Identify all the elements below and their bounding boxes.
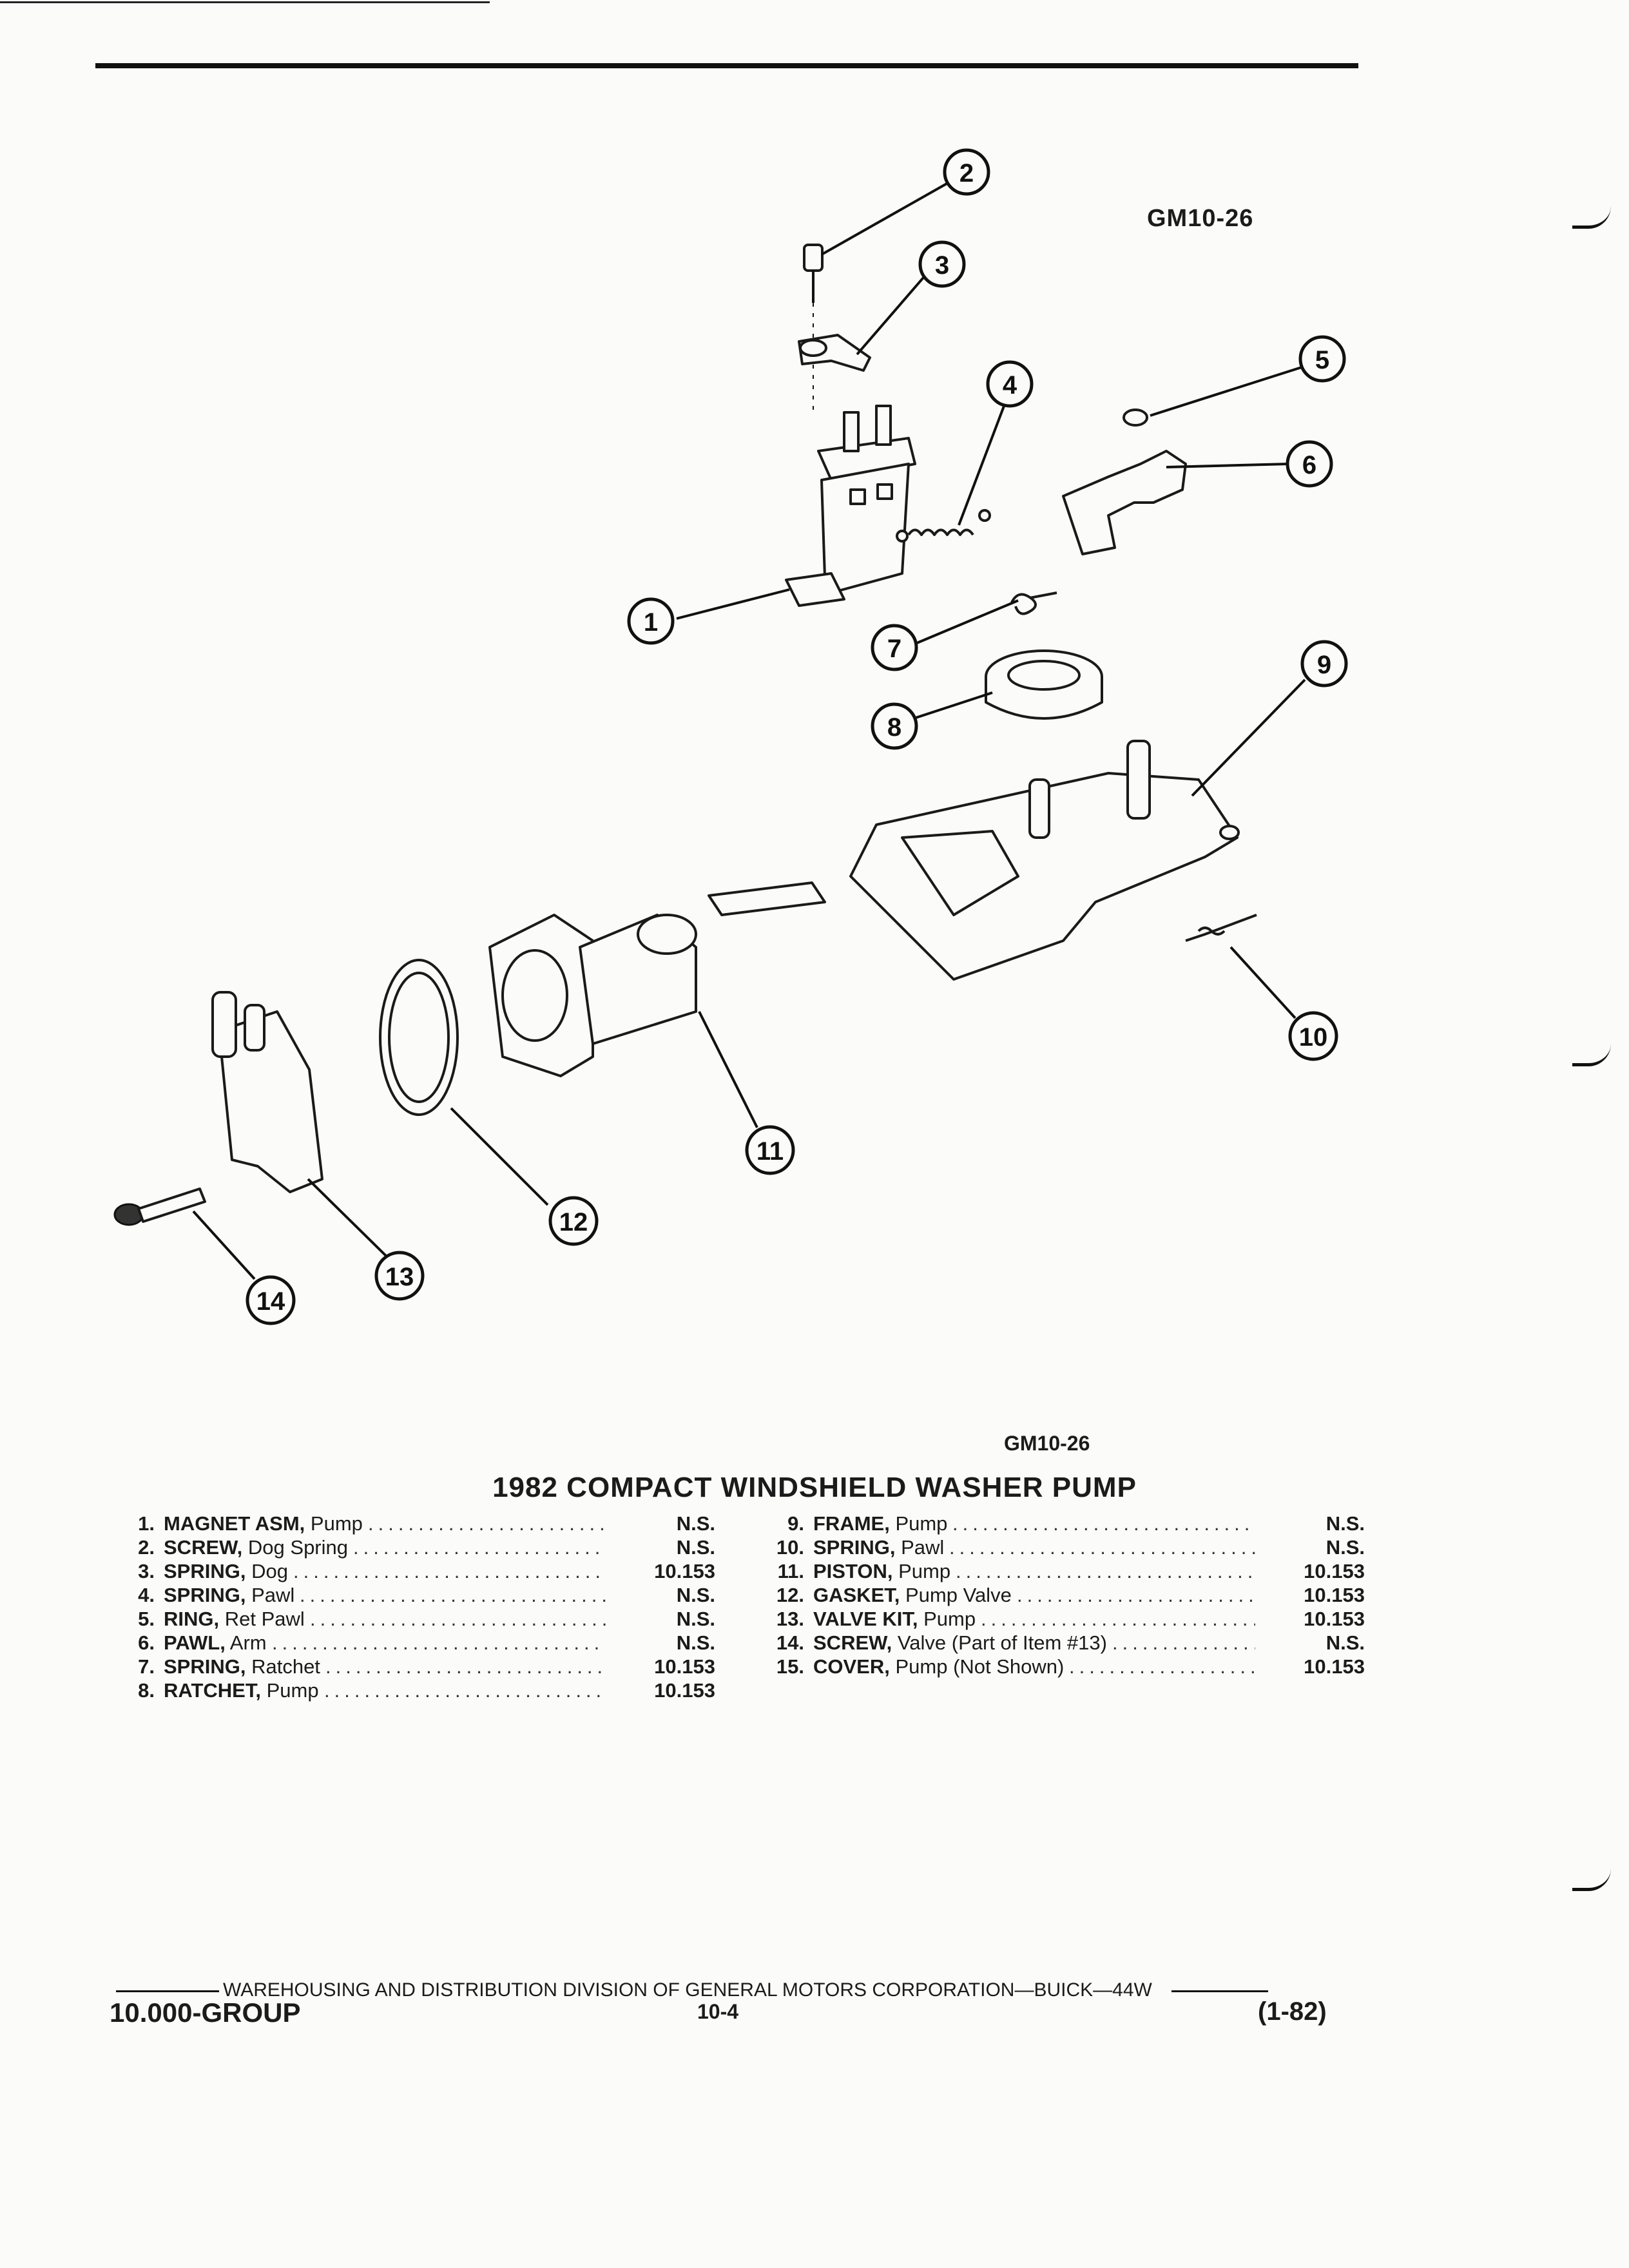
- part-spring-pawl-small: [1185, 914, 1257, 942]
- callout-6: 6: [1286, 440, 1333, 488]
- callout-10: 10: [1288, 1011, 1338, 1061]
- part-ring-ret-pawl: [1123, 408, 1148, 427]
- svg-text:9: 9: [1317, 651, 1331, 679]
- list-item: 5. RING, Ret Pawl N.S. .................…: [138, 1608, 715, 1630]
- svg-text:11: 11: [757, 1137, 784, 1166]
- part-spring-dog: [798, 334, 871, 372]
- part-spring-ratchet: [1010, 591, 1057, 615]
- parts-list-right: 9. FRAME, Pump N.S. ....................…: [759, 1512, 1365, 1678]
- part-ratchet-pump: [985, 649, 1103, 720]
- parts-list-title: 1982 COMPACT WINDSHIELD WASHER PUMP: [492, 1472, 1137, 1503]
- part-pawl-arm: [1062, 450, 1187, 555]
- list-item: 6. PAWL, Arm N.S. ......................…: [138, 1631, 715, 1654]
- dot-leader: ..............................: [981, 1608, 1255, 1630]
- part-magnet-asm: [785, 405, 916, 607]
- footer-date: (1-82): [1258, 1997, 1327, 2026]
- figure-code-top: GM10-26: [1147, 205, 1254, 232]
- dot-leader: ..........................: [368, 1512, 606, 1535]
- callout-12: 12: [548, 1196, 599, 1246]
- list-item: 1. MAGNET ASM, Pump N.S. ...............…: [138, 1512, 715, 1535]
- dot-leader: ................................: [310, 1608, 606, 1630]
- list-item: 8. RATCHET, Pump 10.153 ................…: [138, 1679, 715, 1702]
- svg-text:3: 3: [935, 251, 949, 280]
- list-item: 12. GASKET, Pump Valve 10.153 ..........…: [776, 1584, 1365, 1606]
- dot-leader: .................................: [952, 1512, 1255, 1535]
- part-screw-dog-spring: [803, 244, 824, 412]
- callout-13: 13: [374, 1251, 425, 1301]
- dot-leader: ...............: [1112, 1631, 1255, 1654]
- svg-text:6: 6: [1302, 451, 1316, 479]
- dot-leader: ...............................: [325, 1655, 606, 1678]
- dot-leader: ..........................: [1017, 1584, 1255, 1606]
- dot-leader: ....................: [1069, 1655, 1255, 1678]
- footer-group: 10.000-GROUP: [110, 1997, 301, 2028]
- dot-leader: ...............................: [324, 1679, 606, 1702]
- list-item: 10. SPRING, Pawl N.S. ..................…: [776, 1536, 1365, 1559]
- list-item: 9. FRAME, Pump N.S. ....................…: [787, 1512, 1365, 1535]
- callout-2: 2: [943, 148, 990, 196]
- footer-dash-left: [116, 1990, 219, 1992]
- svg-text:4: 4: [1003, 371, 1017, 399]
- svg-text:12: 12: [559, 1208, 588, 1236]
- callout-1: 1: [627, 597, 675, 645]
- footer-dash-right: [1171, 1990, 1268, 1992]
- svg-text:8: 8: [887, 713, 901, 742]
- list-item: 2. SCREW, Dog Spring N.S. ..............…: [138, 1536, 715, 1559]
- part-screw-valve: [113, 1187, 206, 1226]
- dot-leader: .................................: [949, 1536, 1255, 1559]
- top-edge-rule: [0, 1, 490, 3]
- dot-leader: .................................: [300, 1584, 606, 1606]
- exploded-parts-diagram: 2 3 4 5 6 1 7 8 9 10 11 12 13 14: [113, 148, 1348, 1325]
- svg-text:5: 5: [1315, 346, 1329, 374]
- part-piston-pump: [488, 881, 826, 1077]
- binder-mark: [1572, 1869, 1611, 1891]
- list-item: 7. SPRING, Ratchet 10.153 ..............…: [138, 1655, 715, 1678]
- footer-division: WAREHOUSING AND DISTRIBUTION DIVISION OF…: [116, 1979, 1268, 2001]
- list-item: 13. VALVE KIT, Pump 10.153 .............…: [776, 1608, 1365, 1630]
- dot-leader: .................................: [956, 1560, 1255, 1582]
- list-item: 4. SPRING, Pawl N.S. ...................…: [138, 1584, 715, 1606]
- svg-text:7: 7: [887, 635, 901, 663]
- callout-7: 7: [871, 624, 918, 671]
- list-item: 11. PISTON, Pump 10.153 ................…: [777, 1560, 1365, 1582]
- svg-text:14: 14: [256, 1287, 285, 1316]
- svg-text:13: 13: [385, 1263, 414, 1291]
- part-frame-pump: [849, 740, 1240, 981]
- callout-9: 9: [1300, 640, 1348, 687]
- leader-lines: [192, 179, 1306, 1280]
- list-item: 3. SPRING, Dog 10.153 ..................…: [138, 1560, 715, 1582]
- part-spring-pawl: [896, 509, 991, 543]
- dot-leader: ............................: [353, 1536, 606, 1559]
- parts-list-left: 1. MAGNET ASM, Pump N.S. ...............…: [110, 1512, 715, 1702]
- figure-code-bottom: GM10-26: [1004, 1432, 1090, 1455]
- header-rule: [95, 63, 1358, 68]
- binder-mark: [1572, 1044, 1611, 1066]
- callout-11: 11: [745, 1125, 795, 1175]
- part-gasket-pump-valve: [379, 959, 459, 1116]
- list-item: 14. SCREW, Valve (Part of Item #13) N.S.…: [776, 1631, 1365, 1654]
- list-item: 15. COVER, Pump (Not Shown) 10.153 .....…: [776, 1655, 1365, 1678]
- part-valve-kit-pump: [211, 991, 323, 1193]
- callout-14: 14: [246, 1275, 296, 1325]
- callout-5: 5: [1298, 335, 1346, 383]
- callout-8: 8: [871, 702, 918, 750]
- svg-text:10: 10: [1299, 1023, 1328, 1052]
- page-number: 10-4: [697, 2000, 739, 2023]
- svg-text:1: 1: [644, 608, 658, 637]
- svg-text:2: 2: [959, 159, 974, 187]
- binder-mark: [1572, 206, 1611, 229]
- callout-3: 3: [918, 240, 966, 288]
- dot-leader: .....................................: [272, 1631, 606, 1654]
- callout-4: 4: [986, 360, 1034, 408]
- dot-leader: ..................................: [293, 1560, 606, 1582]
